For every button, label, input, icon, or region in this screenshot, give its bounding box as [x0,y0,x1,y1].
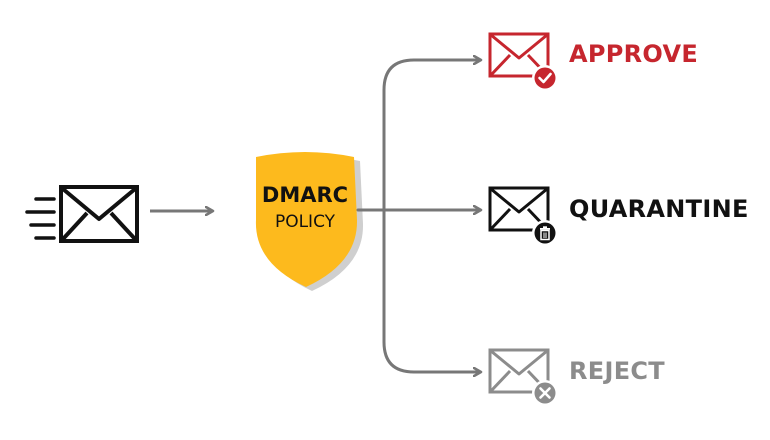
trash-icon [532,220,558,246]
branch-reject-arrow [382,208,480,372]
branch-approve-arrow [382,60,480,212]
approve-mail-icon [488,32,558,91]
reject-label: REJECT [569,357,665,385]
reject-mail-icon [488,348,558,406]
speed-lines [25,197,56,240]
sending-mail-icon [25,185,139,243]
policy-title: DMARC [262,183,348,207]
approve-label: APPROVE [569,40,699,68]
quarantine-label: QUARANTINE [569,195,749,223]
x-icon [532,380,558,406]
quarantine-mail-icon [488,186,558,246]
policy-subtitle: POLICY [275,212,336,232]
branch-connectors [356,60,480,372]
policy-shield-icon: DMARC POLICY [255,152,364,291]
check-icon [532,65,558,91]
